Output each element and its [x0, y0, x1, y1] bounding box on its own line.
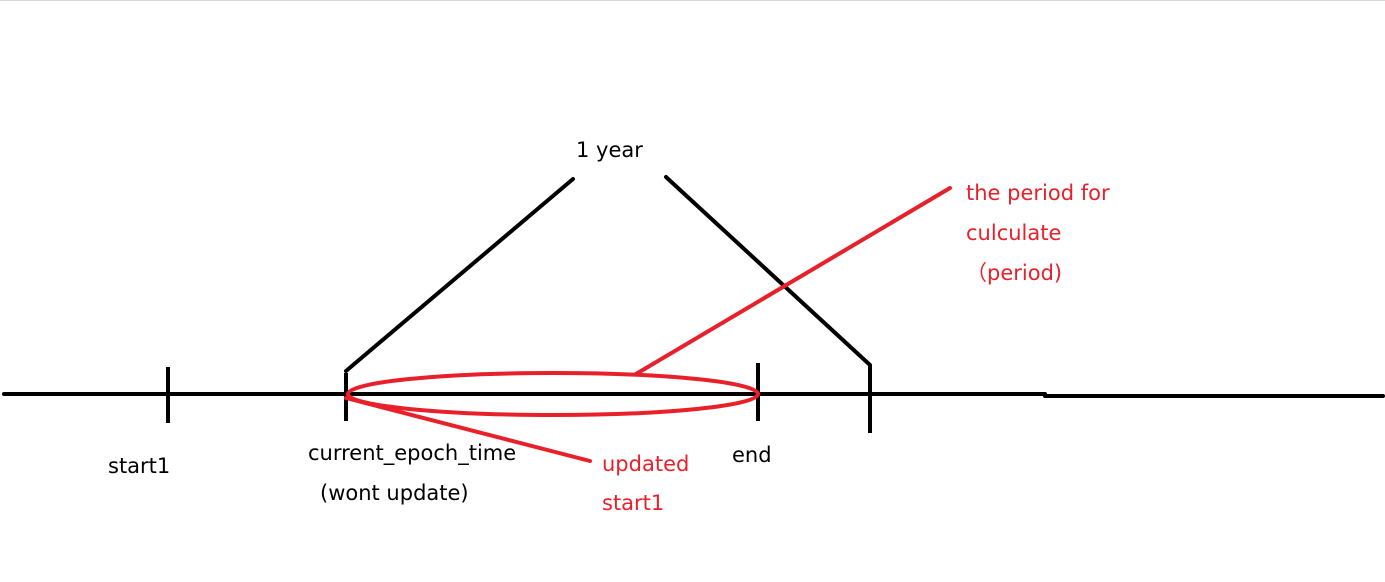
updated-label-line1: updated: [602, 452, 690, 476]
end-label: end: [732, 443, 772, 467]
updated-start1-pointer-line: [344, 396, 592, 463]
one-year-bracket-right: [664, 175, 872, 367]
period-pointer-line: [634, 186, 952, 376]
start1-label: start1: [108, 454, 171, 478]
period-label-line1: the period for: [966, 181, 1110, 205]
updated-label-line2: start1: [602, 491, 665, 515]
one-year-bracket-left: [344, 177, 575, 373]
period-ellipse: [346, 371, 760, 417]
current-epoch-time-label: current_epoch_time: [308, 441, 517, 465]
period-label-line3: （period): [966, 261, 1063, 285]
period-label-line2: culculate: [966, 221, 1062, 245]
wont-update-label: (wont update): [320, 481, 469, 505]
one-year-label: 1 year: [576, 138, 643, 162]
